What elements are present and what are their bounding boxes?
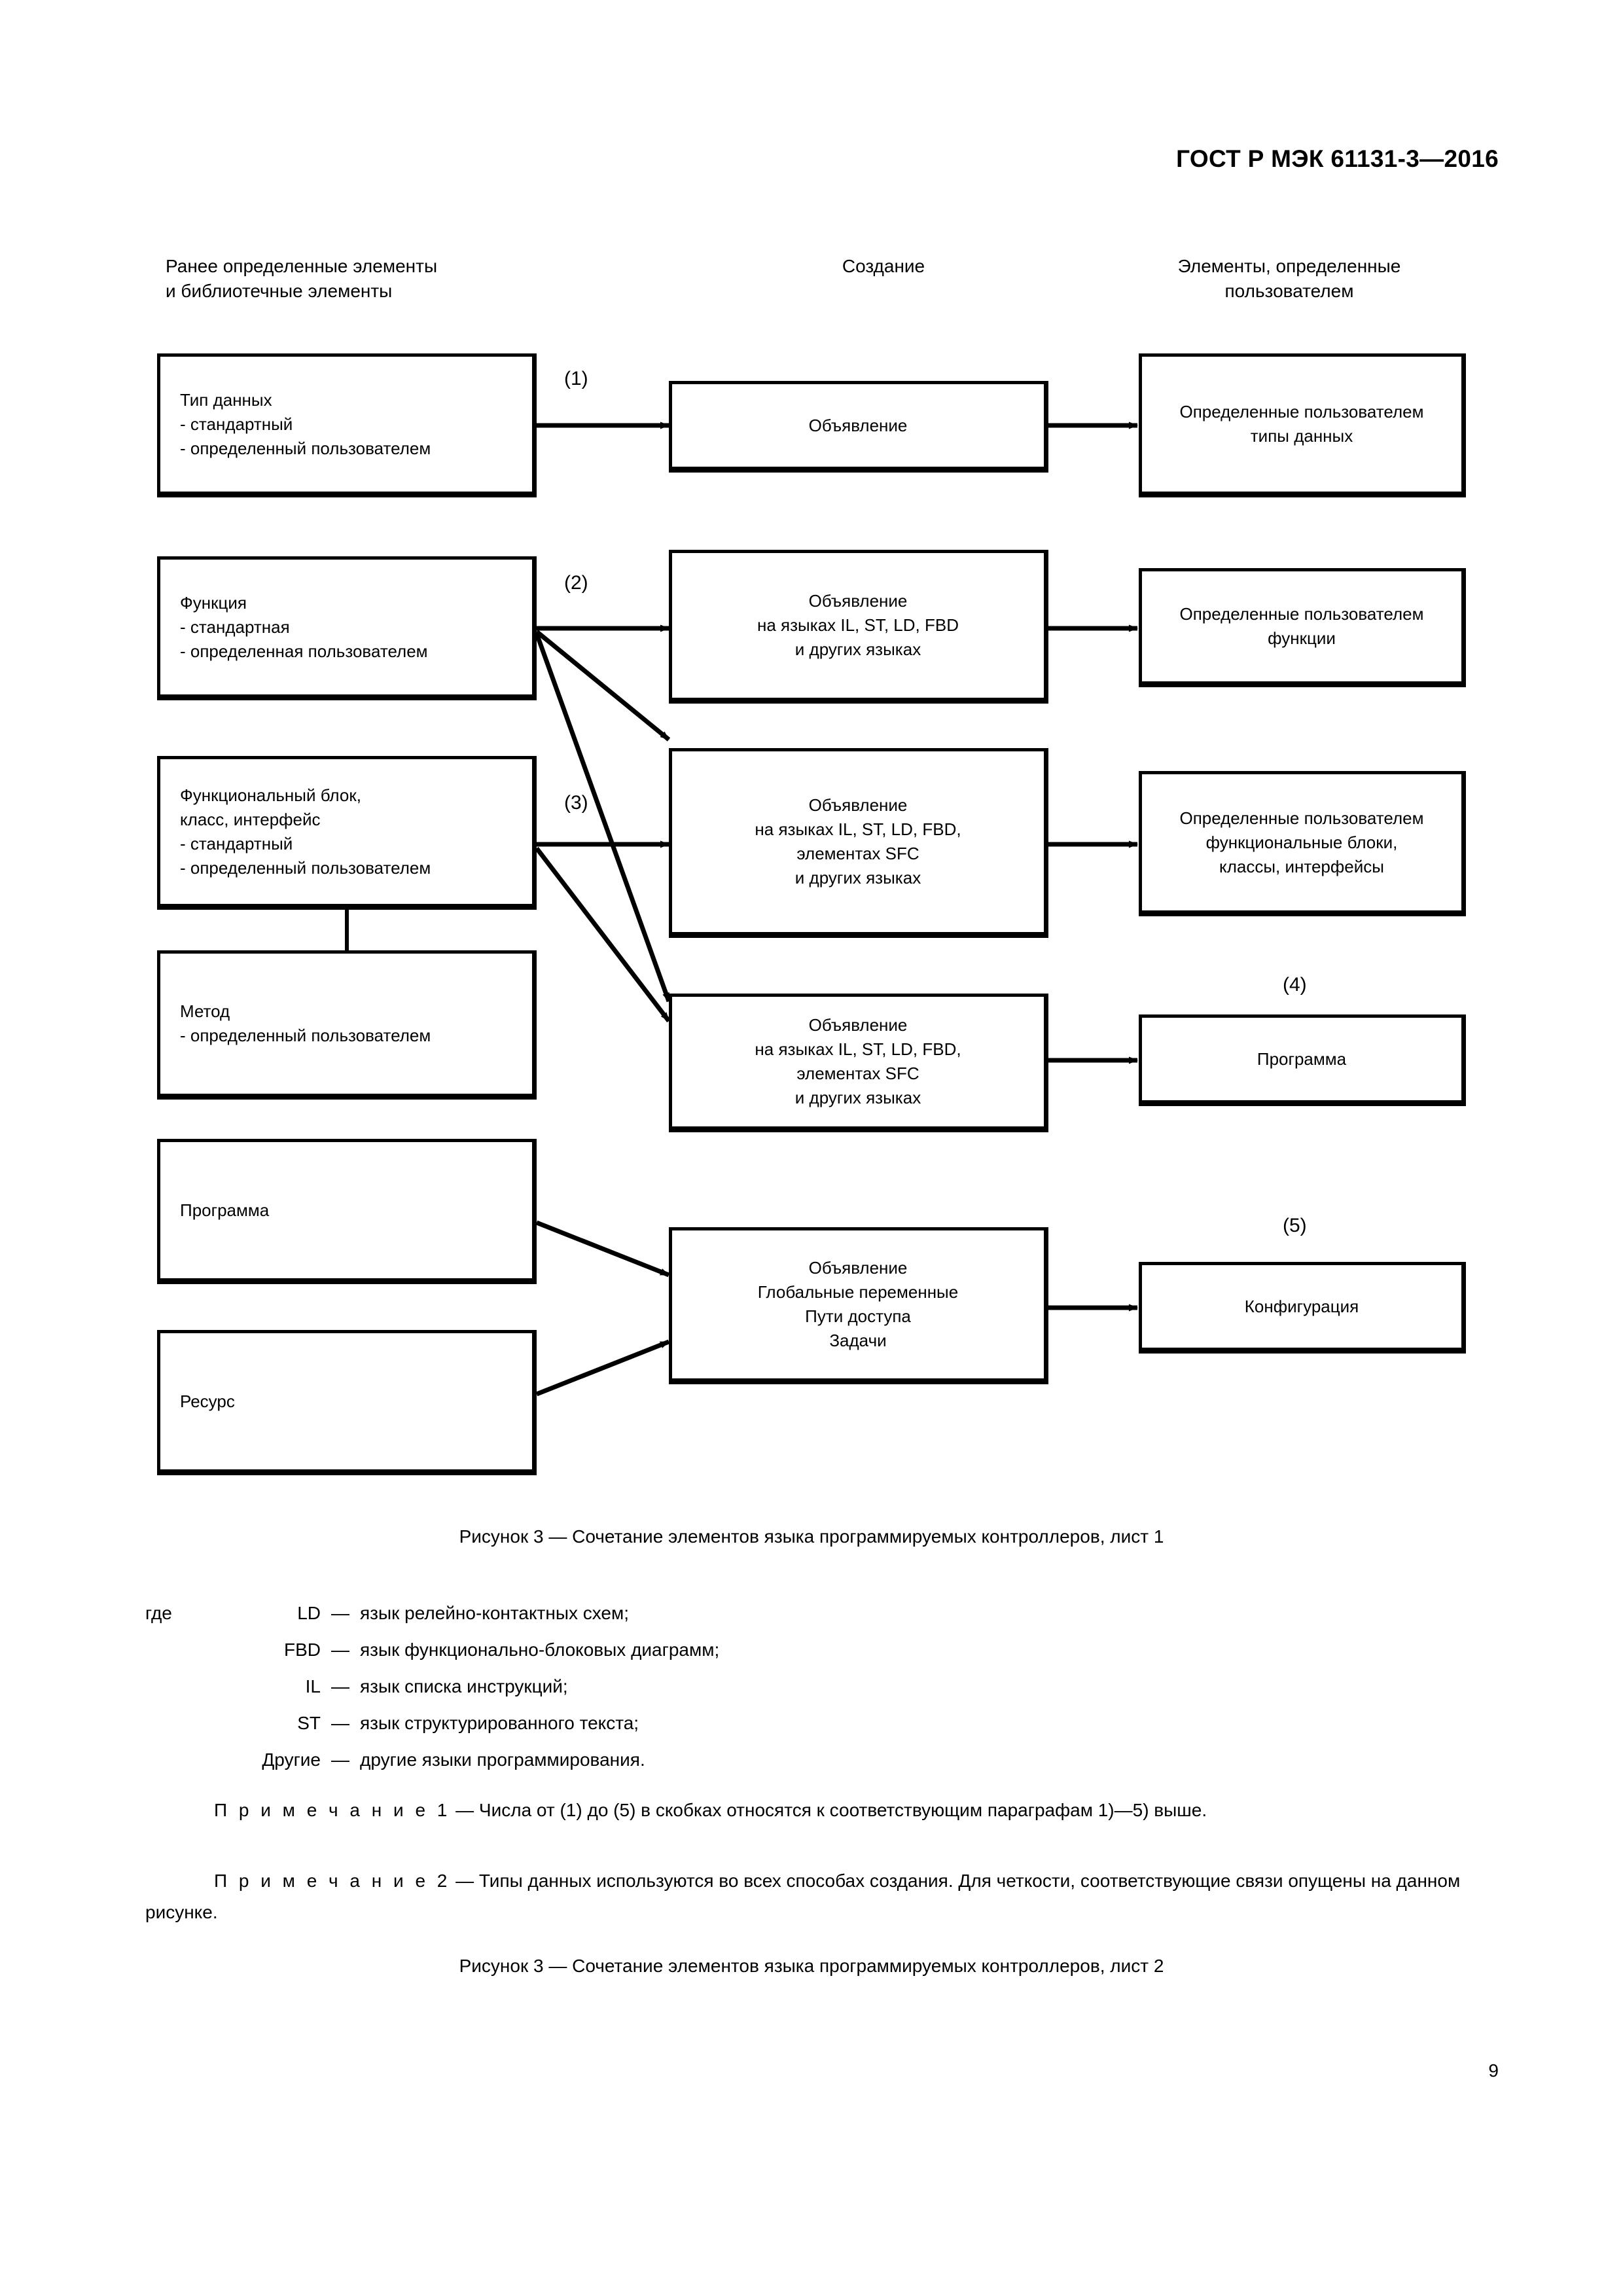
note-1-text: — Числа от (1) до (5) в скобках относятс… [450,1800,1207,1820]
node-declaration-type-label: Объявление [808,415,908,435]
note-2-label: П р и м е ч а н и е 2 [214,1871,451,1891]
node-user-configuration-label: Конфигурация [1244,1296,1359,1316]
note-2-text: — Типы данных используются во всех спосо… [145,1871,1461,1922]
node-declaration-type: Объявление [669,381,1048,473]
legend-abbr: IL [305,1676,321,1696]
legend-list: где LD — язык релейно-контактных схем; F… [0,1595,1623,1778]
node-user-defined-function-blocks: Определенные пользователем функциональны… [1139,771,1466,916]
node-user-program-label: Программа [1257,1049,1347,1069]
node-function: Функция - стандартная - определенная пол… [157,556,537,700]
node-declaration-function-block: Объявление на языках IL, ST, LD, FBD, эл… [669,748,1048,938]
node-function-block: Функциональный блок, класс, интерфейс - … [157,756,537,910]
node-resource-label: Ресурс [180,1391,235,1411]
arrow-fb-to-declprog [535,846,671,1023]
arrow-program-to-declconfig [535,1220,670,1278]
legend-dash: — [331,1713,349,1733]
legend-dash: — [331,1640,349,1660]
step-marker-4: (4) [1283,974,1307,996]
legend-dash: — [331,1676,349,1696]
legend-abbr: Другие [262,1749,321,1770]
node-method-label: Метод - определенный пользователем [180,1001,431,1045]
legend-abbr: ST [297,1713,321,1733]
legend-desc: язык функционально-блоковых диаграмм; [360,1640,720,1660]
legend-desc: язык структурированного текста; [360,1713,639,1733]
figure-caption-sheet-2: Рисунок 3 — Сочетание элементов языка пр… [459,1956,1164,1976]
node-program-label: Программа [180,1200,270,1220]
step-marker-2: (2) [564,572,588,594]
legend-row: Другие — другие языки программирования. [0,1742,1623,1778]
node-function-block-label: Функциональный блок, класс, интерфейс - … [180,785,431,878]
legend-row: IL — язык списка инструкций; [0,1668,1623,1705]
legend-desc: язык списка инструкций; [360,1676,568,1696]
node-user-program: Программа [1139,1014,1466,1106]
node-user-defined-data-types-label: Определенные пользователем типы данных [1179,402,1424,446]
node-declaration-function-label: Объявление на языках IL, ST, LD, FBD и д… [757,591,959,659]
node-program: Программа [157,1139,537,1284]
arrow-function-to-declprog [534,632,671,1003]
node-user-defined-functions: Определенные пользователем функции [1139,568,1466,687]
node-declaration-function-block-label: Объявление на языках IL, ST, LD, FBD, эл… [755,795,961,888]
node-declaration-program: Объявление на языках IL, ST, LD, FBD, эл… [669,994,1048,1132]
step-marker-1: (1) [564,368,588,389]
node-user-defined-data-types: Определенные пользователем типы данных [1139,353,1466,497]
figure-caption-sheet-1: Рисунок 3 — Сочетание элементов языка пр… [459,1526,1164,1547]
note-1: П р и м е ч а н и е 1 — Числа от (1) до … [145,1795,1493,1826]
legend-abbr: FBD [284,1640,321,1660]
node-user-defined-function-blocks-label: Определенные пользователем функциональны… [1179,808,1424,876]
legend-desc: другие языки программирования. [360,1749,645,1770]
legend-dash: — [331,1749,349,1770]
column-heading-user-defined: Элементы, определенные пользователем [1177,256,1401,301]
connector-layer [345,422,1138,1397]
node-method: Метод - определенный пользователем [157,950,537,1100]
step-marker-5: (5) [1283,1215,1307,1236]
column-heading-creation: Создание [842,256,925,276]
node-declaration-configuration-label: Объявление Глобальные переменные Пути до… [757,1258,959,1350]
step-marker-3: (3) [564,792,588,814]
legend-abbr: LD [297,1603,321,1623]
node-resource: Ресурс [157,1330,537,1475]
column-heading-previously-defined: Ранее определенные элементы и библиотечн… [166,256,438,301]
legend-row: ST — язык структурированного текста; [0,1705,1623,1742]
legend-desc: язык релейно-контактных схем; [360,1603,630,1623]
figure-3-diagram: Тип данных - стандартный - определенный … [157,353,1466,1475]
node-data-type-label: Тип данных - стандартный - определенный … [180,389,431,458]
node-user-configuration: Конфигурация [1139,1262,1466,1354]
node-user-defined-functions-label: Определенные пользователем функции [1179,604,1424,648]
note-2: П р и м е ч а н и е 2 — Типы данных испо… [145,1865,1493,1928]
node-declaration-program-label: Объявление на языках IL, ST, LD, FBD, эл… [755,1015,961,1107]
node-declaration-function: Объявление на языках IL, ST, LD, FBD и д… [669,550,1048,704]
legend-dash: — [331,1603,349,1623]
note-1-label: П р и м е ч а н и е 1 [214,1800,451,1820]
node-data-type: Тип данных - стандартный - определенный … [157,353,537,497]
legend-row: где LD — язык релейно-контактных схем; [0,1595,1623,1632]
arrow-function-to-declfb [535,630,671,742]
legend-row: FBD — язык функционально-блоковых диагра… [0,1632,1623,1668]
node-declaration-configuration: Объявление Глобальные переменные Пути до… [669,1227,1048,1384]
node-function-label: Функция - стандартная - определенная пол… [180,592,428,661]
document-standard-header: ГОСТ Р МЭК 61131-3—2016 [1176,145,1499,172]
arrow-resource-to-declconfig [535,1339,670,1397]
legend-lead: где [145,1603,172,1623]
page-number: 9 [1488,2060,1499,2081]
